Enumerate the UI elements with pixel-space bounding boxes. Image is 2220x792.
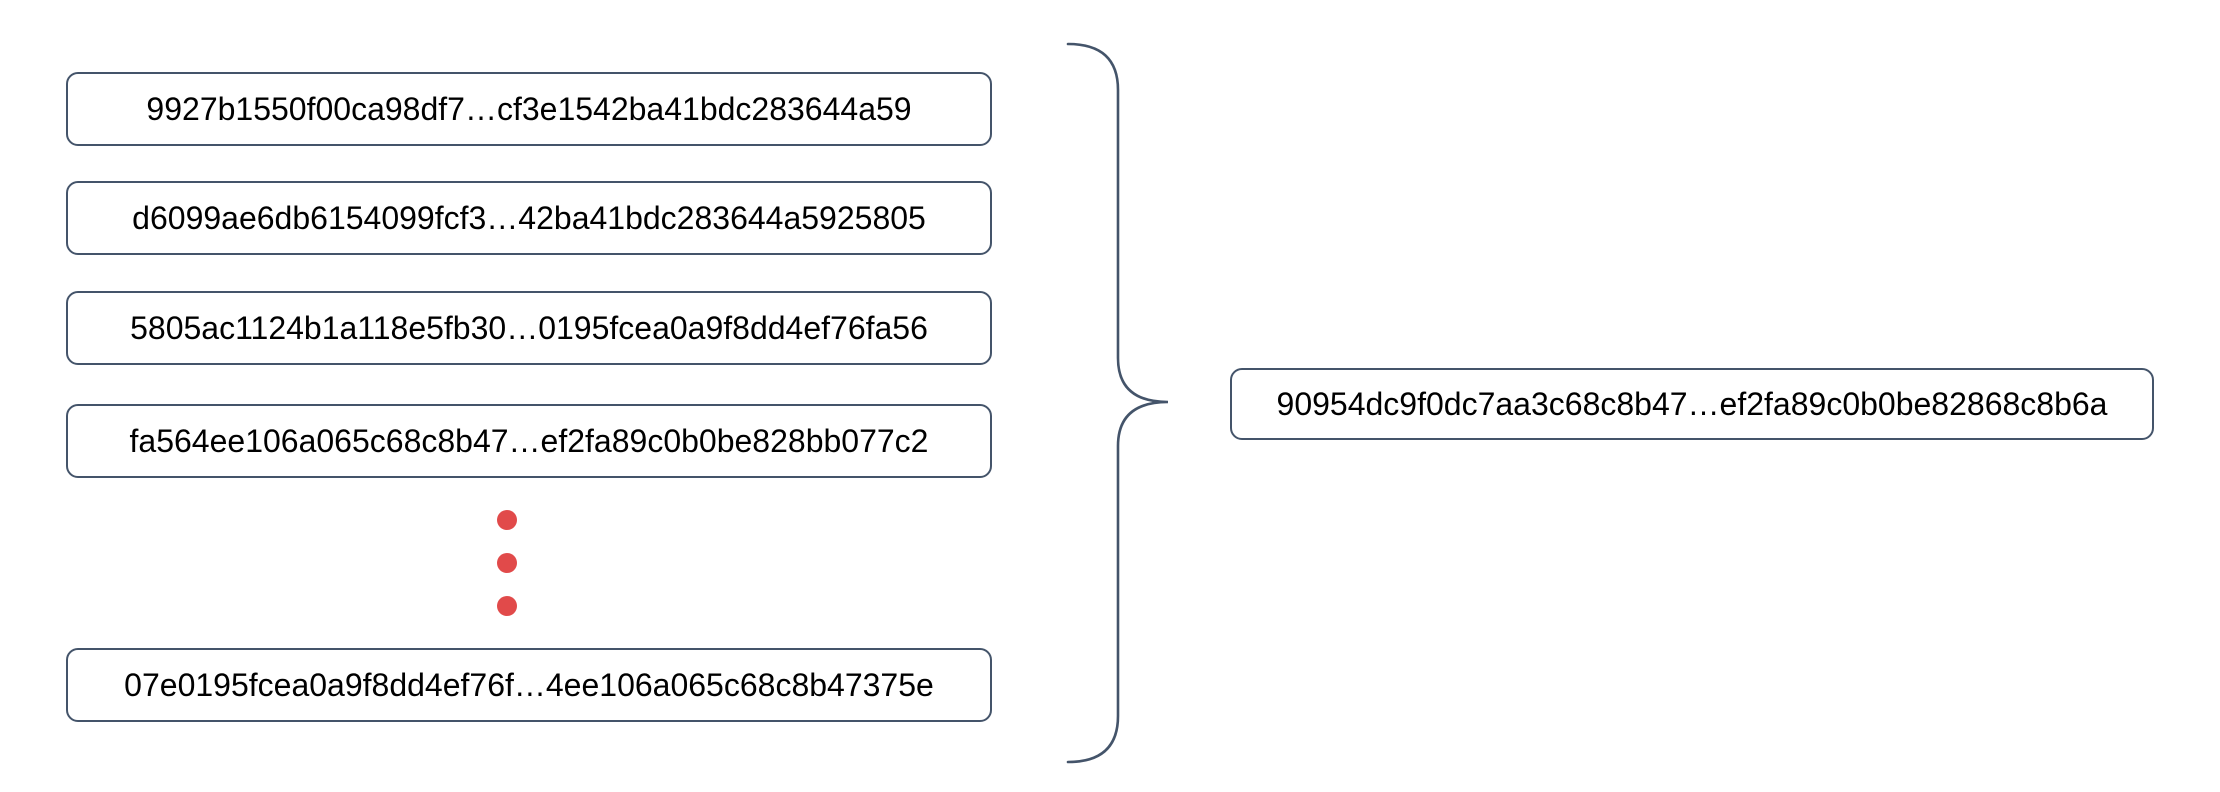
curly-brace: [1066, 42, 1169, 764]
result-hash-box: 90954dc9f0dc7aa3c68c8b47…ef2fa89c0b0be82…: [1230, 368, 2154, 440]
hash-text: 5805ac1124b1a118e5fb30…0195fcea0a9f8dd4e…: [130, 309, 928, 346]
hash-text: 07e0195fcea0a9f8dd4ef76f…4ee106a065c68c8…: [124, 666, 934, 703]
hash-box: fa564ee106a065c68c8b47…ef2fa89c0b0be828b…: [66, 404, 992, 478]
hash-text: 9927b1550f00ca98df7…cf3e1542ba41bdc28364…: [146, 90, 912, 127]
hash-text: fa564ee106a065c68c8b47…ef2fa89c0b0be828b…: [129, 422, 929, 459]
hash-box: 9927b1550f00ca98df7…cf3e1542ba41bdc28364…: [66, 72, 992, 146]
vertical-ellipsis: [497, 510, 517, 616]
ellipsis-dot: [497, 596, 517, 616]
ellipsis-dot: [497, 553, 517, 573]
hash-box: d6099ae6db6154099fcf3…42ba41bdc283644a59…: [66, 181, 992, 255]
ellipsis-dot: [497, 510, 517, 530]
hash-box: 5805ac1124b1a118e5fb30…0195fcea0a9f8dd4e…: [66, 291, 992, 365]
hash-text: 90954dc9f0dc7aa3c68c8b47…ef2fa89c0b0be82…: [1276, 385, 2108, 422]
hash-text: d6099ae6db6154099fcf3…42ba41bdc283644a59…: [132, 199, 926, 236]
hash-box: 07e0195fcea0a9f8dd4ef76f…4ee106a065c68c8…: [66, 648, 992, 722]
